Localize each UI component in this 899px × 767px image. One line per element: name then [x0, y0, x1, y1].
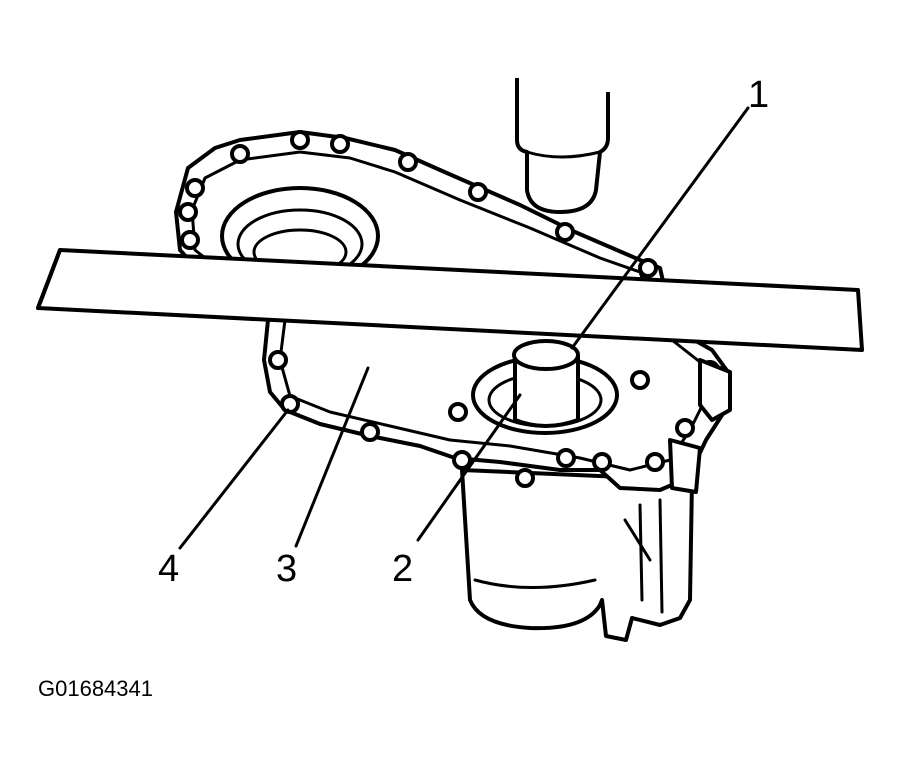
callout-1: 1: [748, 74, 770, 116]
installer-tool: [515, 78, 610, 214]
callout-2: 2: [392, 548, 414, 590]
callout-4: 4: [158, 548, 180, 590]
leader-lines: [178, 106, 750, 550]
case-lower-body: [460, 468, 694, 642]
callout-3: 3: [276, 548, 298, 590]
bolt-holes: [178, 130, 720, 488]
straight-edge: [36, 248, 864, 352]
figure-id: G01684341: [38, 676, 153, 701]
output-shaft: [512, 339, 580, 428]
case-lugs: [668, 358, 732, 494]
